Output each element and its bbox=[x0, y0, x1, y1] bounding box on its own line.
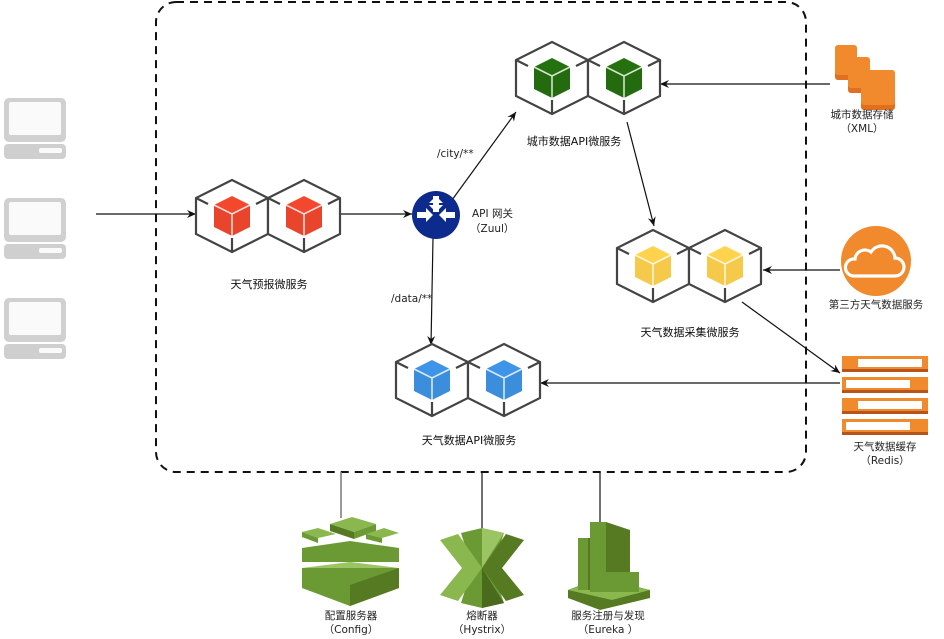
microservice-instance-icon bbox=[394, 342, 470, 418]
microservice-instance-icon bbox=[615, 228, 691, 304]
microservice-instance-icon bbox=[586, 40, 662, 116]
config-server-icon[interactable] bbox=[302, 517, 399, 606]
eureka-icon[interactable] bbox=[568, 522, 650, 610]
route-data-label: /data/** bbox=[391, 293, 432, 305]
edge-gateway-weather bbox=[427, 237, 436, 346]
cloud-icon bbox=[843, 244, 906, 278]
city-api-service-label: 城市数据API微服务 bbox=[527, 134, 621, 148]
microservice-instance-icon bbox=[466, 342, 542, 418]
gateway-label: API 网关 bbox=[472, 207, 513, 220]
edge-collector-cache bbox=[741, 301, 841, 374]
cache-sublabel: （Redis） bbox=[860, 455, 909, 467]
config-label: 配置服务器 bbox=[325, 609, 378, 622]
cache-icon[interactable] bbox=[842, 356, 928, 435]
config-sublabel: （Config） bbox=[324, 624, 379, 636]
city-storage-icon[interactable] bbox=[835, 45, 895, 110]
collector-service-label: 天气数据采集微服务 bbox=[641, 325, 740, 339]
eureka-label: 服务注册与发现 bbox=[571, 609, 645, 622]
computer-icon bbox=[4, 198, 66, 259]
api-gateway[interactable] bbox=[412, 191, 460, 239]
router-icon bbox=[412, 191, 460, 239]
weather-api-service[interactable] bbox=[394, 342, 542, 418]
city-storage-sublabel: （XML） bbox=[840, 123, 883, 135]
third-party-label: 第三方天气数据服务 bbox=[829, 298, 924, 311]
third-party-service[interactable] bbox=[841, 226, 911, 296]
computer-icon bbox=[4, 98, 66, 159]
microservice-instance-icon bbox=[514, 40, 590, 116]
cache-label: 天气数据缓存 bbox=[854, 440, 917, 453]
city-storage-label: 城市数据存储 bbox=[831, 108, 894, 121]
gateway-sublabel: （Zuul） bbox=[470, 223, 514, 235]
weather-api-service-label: 天气数据API微服务 bbox=[422, 433, 516, 447]
microservice-instance-icon bbox=[194, 178, 270, 254]
city-api-service[interactable] bbox=[514, 40, 662, 116]
edge-gateway-city bbox=[451, 111, 517, 201]
forecast-service-label: 天气预报微服务 bbox=[231, 277, 308, 291]
computer-icon bbox=[4, 298, 66, 359]
route-city-label: /city/** bbox=[437, 148, 474, 160]
hystrix-label: 熔断器 bbox=[466, 609, 498, 622]
eureka-sublabel: （Eureka ） bbox=[578, 624, 639, 636]
microservice-instance-icon bbox=[687, 228, 763, 304]
microservice-instance-icon bbox=[266, 178, 342, 254]
hystrix-icon[interactable] bbox=[440, 528, 524, 608]
client-computers bbox=[4, 98, 66, 359]
connectors bbox=[96, 80, 841, 528]
microservices-boundary bbox=[155, 1, 807, 473]
forecast-service[interactable] bbox=[194, 178, 342, 254]
hystrix-sublabel: （Hystrix） bbox=[453, 624, 511, 636]
edge-city-collector bbox=[626, 121, 656, 227]
collector-service[interactable] bbox=[615, 228, 763, 304]
